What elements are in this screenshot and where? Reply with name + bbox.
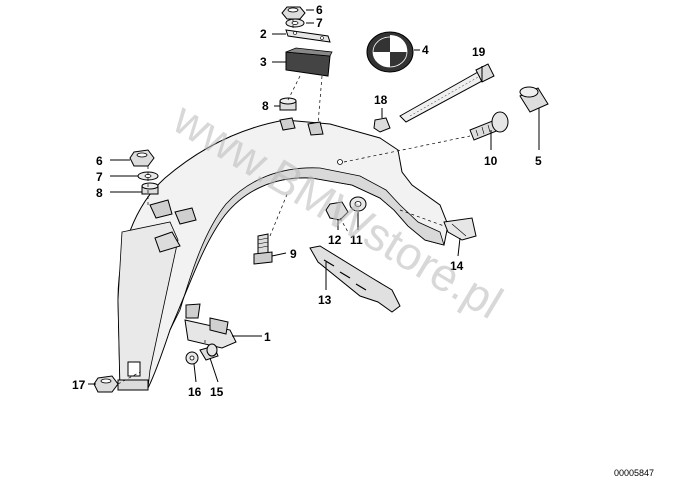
- washer-7-top: [285, 18, 305, 28]
- spacer-8-left: [141, 182, 159, 195]
- callout-19: 19: [472, 45, 486, 59]
- callout-6-top: 6: [316, 3, 323, 17]
- bracket-13: [309, 245, 401, 313]
- document-id: 00005847: [614, 468, 654, 478]
- rear-fender: [117, 117, 449, 391]
- leader-lines: [88, 9, 540, 385]
- callout-2: 2: [260, 27, 267, 41]
- callout-5: 5: [535, 154, 542, 168]
- callout-16: 16: [188, 385, 202, 399]
- callout-14: 14: [450, 259, 464, 273]
- callout-12: 12: [328, 233, 342, 247]
- callout-13: 13: [318, 293, 332, 307]
- callout-1: 1: [264, 330, 271, 344]
- rubber-block-3: [285, 47, 333, 77]
- screw-10: [469, 111, 509, 141]
- rivet-14: [443, 217, 477, 241]
- cable-tie-19: [399, 63, 495, 123]
- callout-3: 3: [260, 55, 267, 69]
- callout-11: 11: [350, 233, 363, 247]
- assembly-lines: [117, 19, 471, 385]
- callout-labels: 1 2 3 4 5 6 6 7 7 8 8 9 10 11 12 13 14 1…: [72, 3, 542, 399]
- washer-16: [185, 351, 199, 365]
- cap-5: [519, 86, 549, 113]
- callout-6-left: 6: [96, 154, 103, 168]
- callout-8-left: 8: [96, 186, 103, 200]
- bolt-9: [253, 233, 273, 265]
- callout-10: 10: [484, 154, 498, 168]
- callout-7-left: 7: [96, 170, 103, 184]
- bmw-badge-4: [366, 31, 414, 73]
- screw-15: [199, 343, 219, 361]
- callout-17: 17: [72, 378, 86, 392]
- nut-12: [325, 201, 349, 221]
- nut-6-left: [129, 149, 155, 167]
- callout-15: 15: [210, 385, 224, 399]
- callout-18: 18: [374, 93, 388, 107]
- washer-11: [349, 196, 367, 212]
- callout-8-top: 8: [262, 99, 269, 113]
- nut-17: [93, 375, 119, 393]
- callout-7-top: 7: [316, 16, 323, 30]
- callout-9: 9: [290, 247, 297, 261]
- nut-6-top: [281, 6, 306, 20]
- callout-4: 4: [422, 43, 429, 57]
- nut-18: [373, 117, 391, 133]
- plate-2: [285, 29, 331, 43]
- spacer-8-top: [279, 97, 297, 111]
